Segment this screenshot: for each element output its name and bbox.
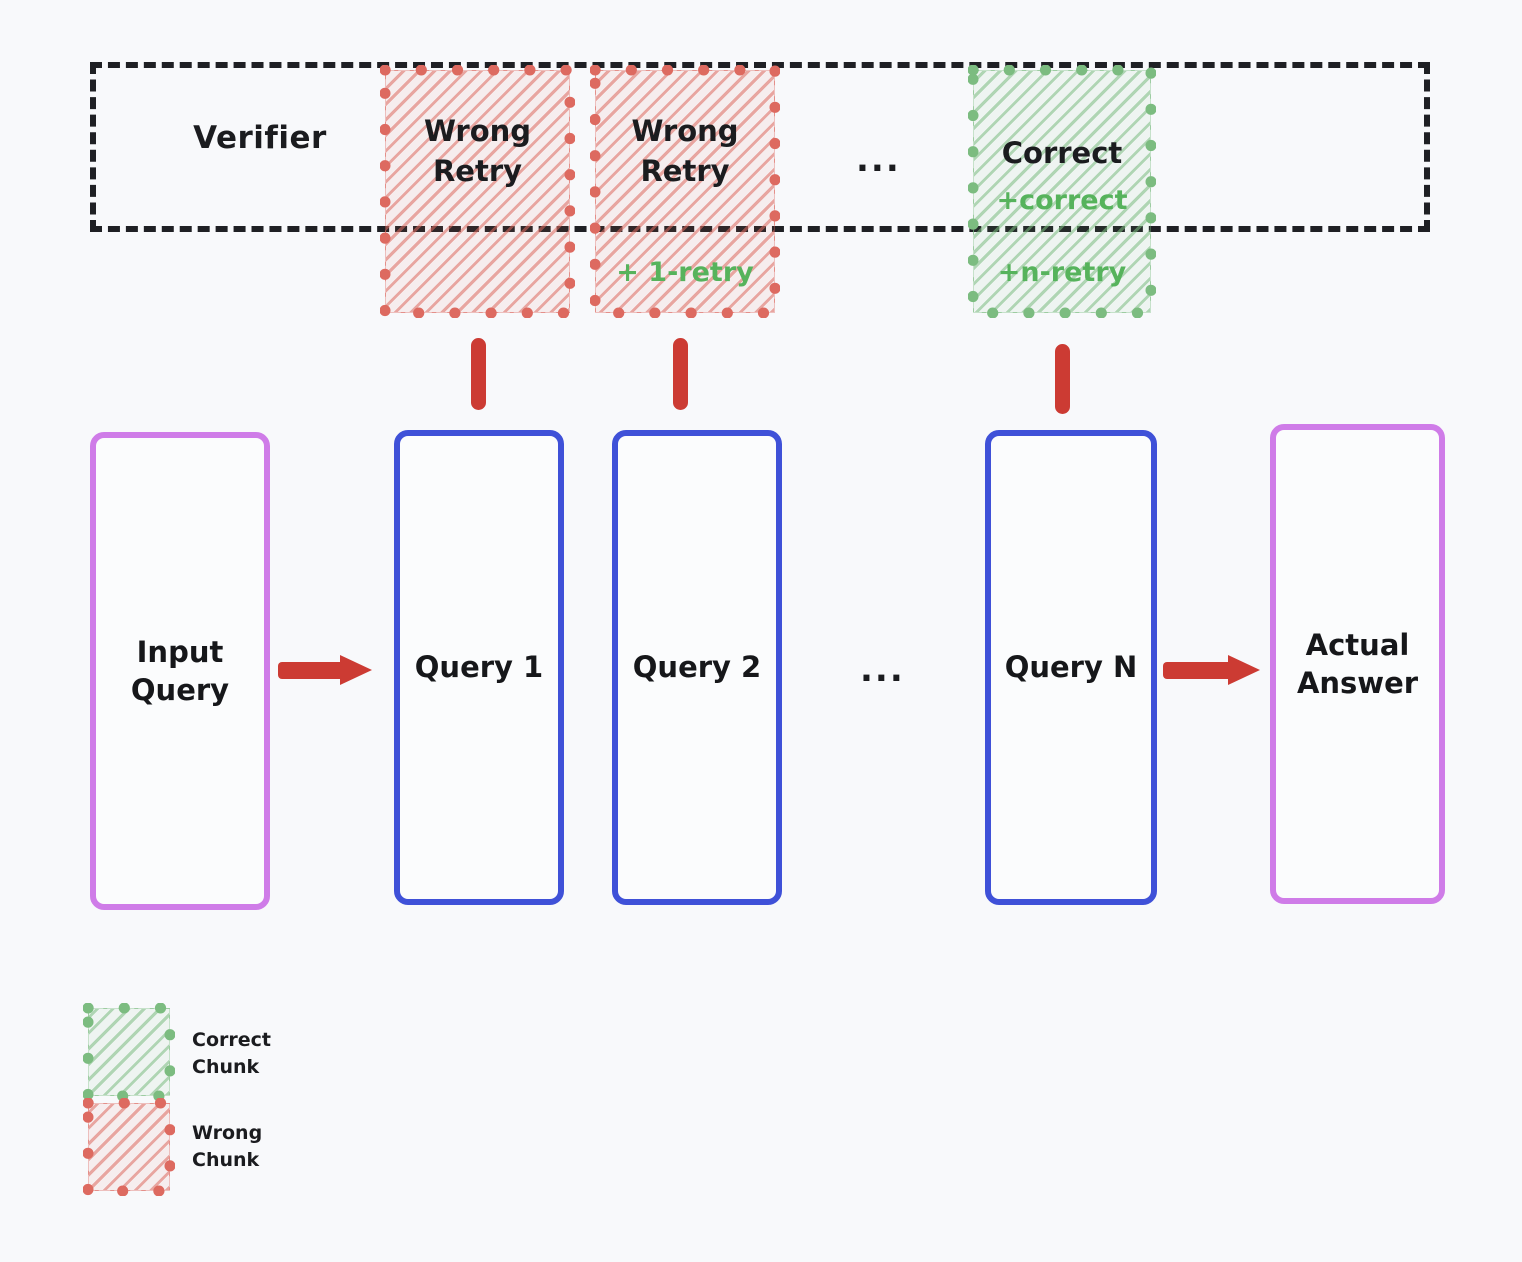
actual-answer-label-line2: Answer <box>1296 666 1419 700</box>
connector-chunk1-to-query1 <box>471 338 486 410</box>
wrong-chunk-1-title-line1: Wrong <box>423 114 532 148</box>
legend-label-wrong-line1: Wrong <box>192 1122 263 1144</box>
legend-label-wrong-line2: Chunk <box>192 1148 260 1171</box>
legend-swatch-wrong-fill <box>88 1103 170 1191</box>
query-box-2[interactable]: Query 2 <box>612 430 782 905</box>
wrong-chunk-2-title-line1: Wrong <box>631 114 739 148</box>
chunk-ellipsis: ... <box>856 140 901 180</box>
arrow-input-to-query1 <box>278 655 372 685</box>
legend-swatch-correct <box>88 1008 170 1096</box>
legend-swatch-wrong <box>88 1103 170 1191</box>
wrong-chunk-1-fill <box>385 70 570 313</box>
correct-chunk-n-retry-annotation: +n-retry <box>997 257 1127 288</box>
verifier-label: Verifier <box>193 120 327 156</box>
query-n-label: Query N <box>1004 650 1138 685</box>
legend-label-correct-line1: Correct <box>192 1029 271 1051</box>
arrow-input-to-query1-shaft <box>278 662 346 679</box>
input-query-box[interactable]: Input Query <box>90 432 270 910</box>
legend-label-correct: Correct Chunk <box>192 1027 271 1080</box>
query-box-1[interactable]: Query 1 <box>394 430 564 905</box>
arrow-input-to-query1-head <box>340 655 372 685</box>
legend-label-wrong: Wrong Chunk <box>192 1120 262 1173</box>
wrong-chunk-2[interactable]: Wrong Retry + 1-retry <box>595 70 775 313</box>
wrong-chunk-2-title-line2: Retry <box>640 154 730 188</box>
correct-chunk-n-correct-annotation: +correct <box>996 185 1128 216</box>
correct-chunk-n-title-line1: Correct <box>1001 136 1123 170</box>
actual-answer-box[interactable]: Actual Answer <box>1270 424 1445 904</box>
correct-chunk-n[interactable]: Correct +correct +n-retry <box>973 70 1151 313</box>
legend-label-correct-line2: Chunk <box>192 1055 260 1078</box>
arrow-queryn-to-answer-shaft <box>1163 662 1233 679</box>
query-box-n[interactable]: Query N <box>985 430 1157 905</box>
wrong-chunk-1[interactable]: Wrong Retry <box>385 70 570 313</box>
actual-answer-label-line1: Actual <box>1305 627 1410 662</box>
arrow-queryn-to-answer-head <box>1228 655 1260 685</box>
legend-swatch-correct-fill <box>88 1008 170 1096</box>
connector-chunk2-to-query2 <box>673 338 688 410</box>
input-query-label: Input Query <box>131 633 229 710</box>
query-2-label: Query 2 <box>632 650 762 685</box>
arrow-queryn-to-answer <box>1163 655 1260 685</box>
connector-chunkN-to-queryN <box>1055 344 1070 414</box>
wrong-chunk-2-retry-annotation: + 1-retry <box>616 257 754 288</box>
input-query-label-line1: Input <box>136 634 224 669</box>
query-ellipsis: ... <box>860 650 905 690</box>
query-1-label: Query 1 <box>414 650 544 685</box>
input-query-label-line2: Query <box>130 673 230 707</box>
actual-answer-label: Actual Answer <box>1297 626 1418 703</box>
wrong-chunk-1-title-line2: Retry <box>432 154 523 188</box>
